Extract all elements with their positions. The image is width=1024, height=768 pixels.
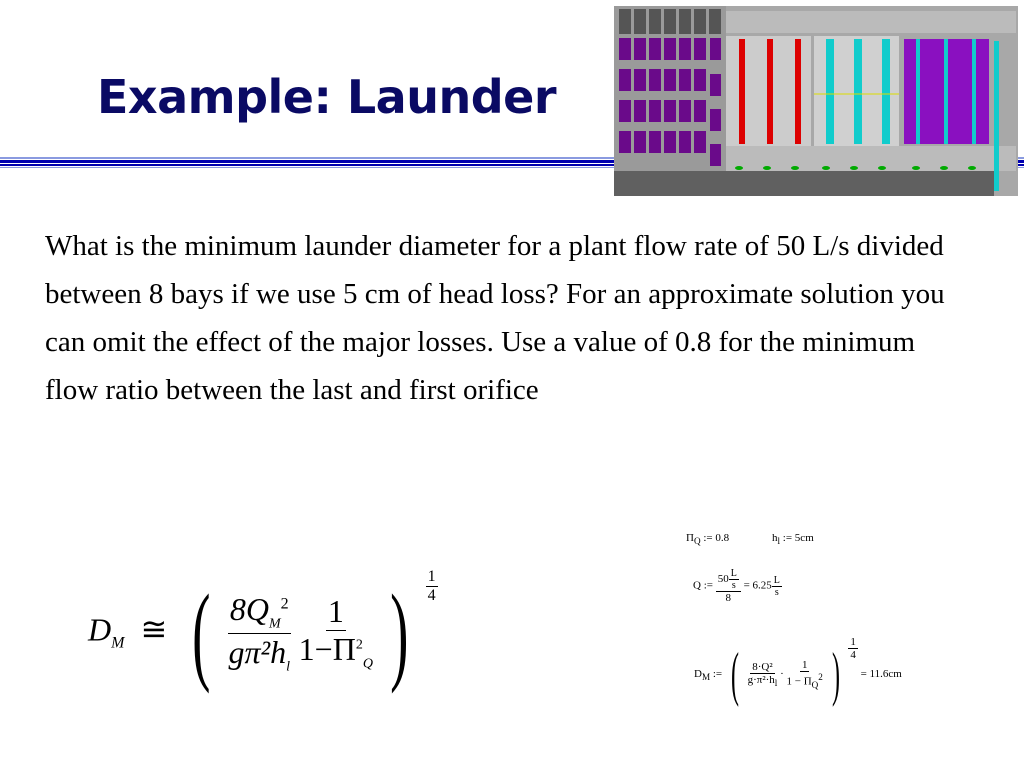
dm-left-paren: ( bbox=[730, 641, 739, 707]
fraction-2-den-sub: Q bbox=[362, 656, 373, 672]
dm-den2-sup: 2 bbox=[818, 672, 823, 683]
dm-fraction-2: 1 1 − ΠQ2 bbox=[787, 659, 823, 690]
fraction-1: 8QM 2 gπ²hl bbox=[227, 591, 291, 675]
fraction-2: 1 1−Π2Q bbox=[299, 593, 373, 672]
fraction-1-den: gπ²h bbox=[228, 633, 287, 670]
dm-num2: 1 bbox=[799, 659, 810, 673]
dm-num1: 8·Q² bbox=[750, 660, 775, 674]
pi-q-value: := 0.8 bbox=[703, 532, 730, 544]
q-result-unit-num: L bbox=[771, 574, 782, 587]
dm-den2: 1 − Π bbox=[786, 675, 812, 688]
q-num: 50 bbox=[717, 573, 729, 586]
dm-den2-sub: Q bbox=[811, 679, 819, 690]
q-result-unit-den: s bbox=[774, 586, 779, 598]
fraction-1-den-sub: l bbox=[286, 658, 291, 674]
divider bbox=[0, 157, 1024, 159]
formula-lhs: D bbox=[88, 611, 112, 648]
dm-right-paren: ) bbox=[831, 641, 840, 707]
q-result: = 6.25 bbox=[743, 579, 772, 592]
mathcad-hl: hl := 5cm bbox=[772, 532, 814, 546]
q-lhs: Q := bbox=[693, 579, 713, 592]
hl-symbol: h bbox=[772, 532, 778, 544]
fraction-2-den-sup: 2 bbox=[355, 637, 363, 653]
fraction-1-num-sub: M bbox=[269, 616, 281, 632]
slide-title: Example: Launder bbox=[97, 70, 557, 124]
hl-value: := 5cm bbox=[782, 532, 814, 544]
exponent-num: 1 bbox=[425, 568, 438, 587]
exponent: 1 4 bbox=[425, 568, 438, 605]
fraction-2-num: 1 bbox=[325, 593, 346, 632]
mathcad-pi-q: ΠQ := 0.8 bbox=[686, 532, 729, 546]
right-paren: ) bbox=[390, 572, 409, 694]
problem-statement: What is the minimum launder diameter for… bbox=[45, 230, 945, 406]
dm-sub: M bbox=[701, 672, 711, 683]
divider bbox=[0, 160, 1024, 163]
formula-lhs-sub: M bbox=[111, 634, 125, 652]
pi-q-symbol: Π bbox=[686, 532, 694, 544]
divider bbox=[0, 164, 1024, 166]
dm-den1-sub: l bbox=[774, 678, 778, 689]
dm-den1: g·π²·h bbox=[747, 673, 775, 686]
dm-assign: := bbox=[712, 668, 723, 681]
dm-exp-num: 1 bbox=[848, 636, 858, 649]
dm-lhs: D bbox=[694, 668, 702, 681]
q-unit-den: s bbox=[731, 580, 736, 591]
q-den: 8 bbox=[725, 592, 732, 604]
fraction-2-den: 1−Π bbox=[298, 631, 356, 668]
divider bbox=[0, 167, 1024, 168]
launder-diameter-formula: DM ≅ ( 8QM2 gπ²hl 1 1−Π2Q ) 1 4 bbox=[88, 568, 438, 694]
q-unit-num: L bbox=[728, 568, 739, 580]
formula-relation: ≅ bbox=[140, 611, 168, 648]
dm-exp-den: 4 bbox=[850, 649, 856, 661]
fraction-1-num-sup: 2 bbox=[280, 595, 289, 613]
dm-result: = 11.6cm bbox=[860, 668, 902, 681]
exponent-den: 4 bbox=[427, 587, 436, 604]
pi-q-sub: Q bbox=[693, 536, 701, 547]
left-paren: ( bbox=[192, 572, 211, 694]
fraction-1-num: 8Q bbox=[229, 591, 269, 628]
hl-sub: l bbox=[777, 536, 781, 547]
plant-diagram-image bbox=[614, 6, 1018, 196]
